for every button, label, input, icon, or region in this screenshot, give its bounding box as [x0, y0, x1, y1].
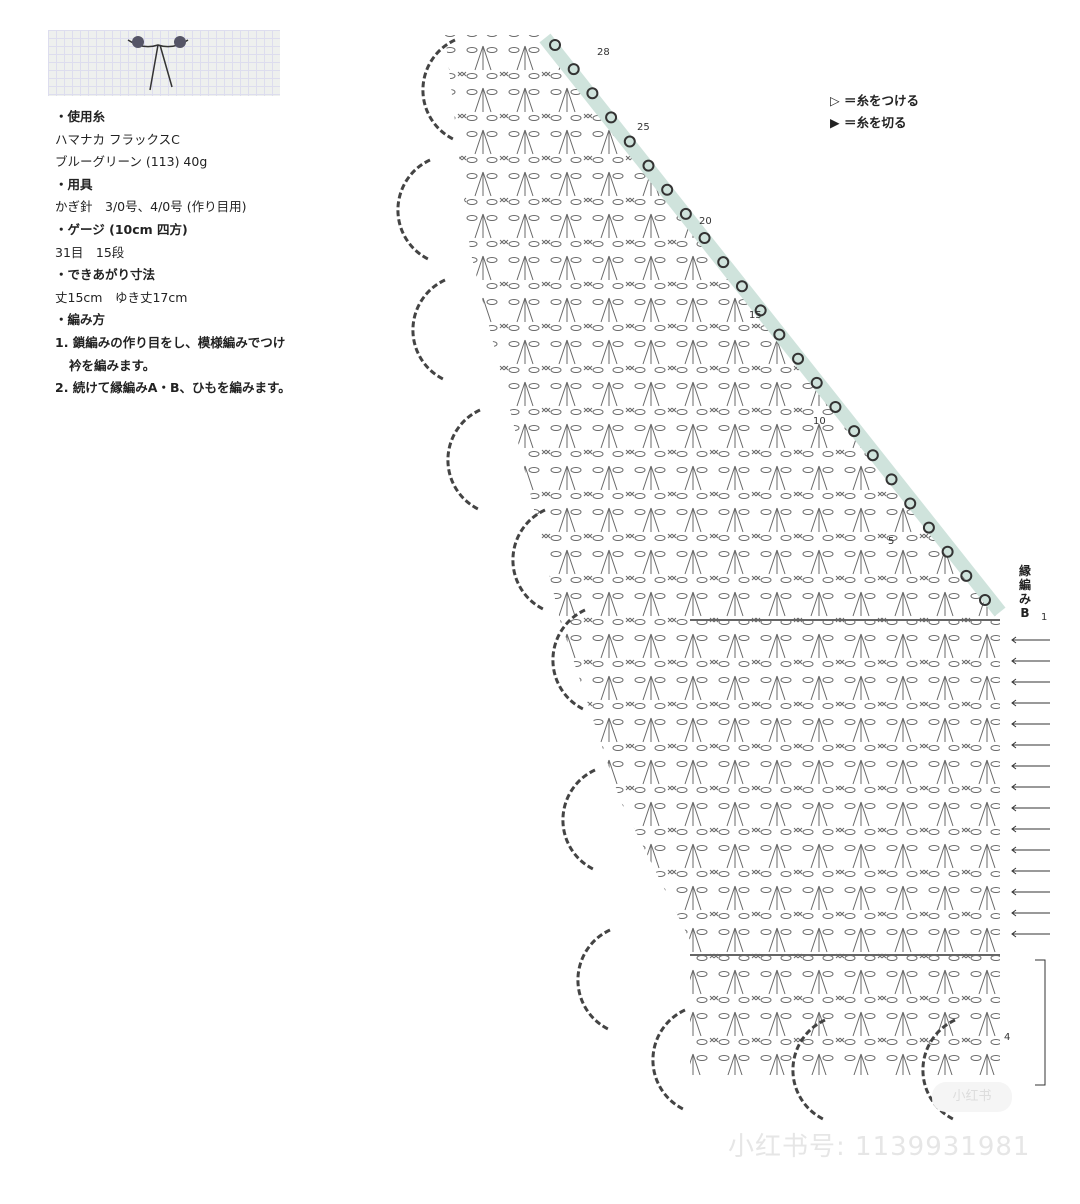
picot	[754, 304, 767, 317]
scallop	[446, 408, 481, 512]
scallop	[651, 1008, 686, 1112]
tools-heading: ・用具	[55, 176, 93, 192]
row-arrow	[1011, 762, 1050, 770]
row-15: 15	[749, 310, 762, 321]
picot	[567, 63, 580, 76]
row-arrow	[1011, 888, 1050, 896]
scallop-edge	[396, 38, 956, 1122]
scallop	[576, 928, 611, 1032]
finished-piece-thumbnail	[48, 30, 280, 96]
picot	[735, 280, 748, 293]
picot	[642, 159, 655, 172]
row-arrow	[1011, 657, 1050, 665]
symbol-legend: ▷ ＝糸をつける ▶ ＝糸を切る	[830, 90, 919, 134]
step-1-cont: 衿を編みます。	[69, 357, 156, 373]
scallop	[396, 158, 431, 262]
row-1: 1	[1041, 612, 1048, 623]
picot	[866, 449, 879, 462]
step-1: 1. 鎖編みの作り目をし、模様編みでつけ	[55, 334, 286, 350]
picot	[941, 545, 954, 558]
size-heading: ・できあがり寸法	[55, 267, 156, 283]
bow-icon	[127, 36, 189, 91]
edge-label: 縁編みB	[1018, 564, 1031, 620]
picot	[979, 594, 991, 606]
picot	[829, 400, 842, 413]
scallop	[791, 1018, 826, 1122]
picot	[922, 521, 935, 534]
scallop	[551, 608, 586, 712]
row-arrow	[1011, 783, 1050, 791]
row-arrow	[1011, 741, 1050, 749]
row-arrow	[1011, 909, 1050, 917]
picot	[549, 39, 561, 51]
picot	[792, 352, 805, 365]
pattern-info: ・使用糸 ハマナカ フラックスC ブルーグリーン (113) 40g ・用具 か…	[55, 106, 365, 400]
row-25: 25	[637, 122, 650, 133]
open-triangle-icon: ▷	[830, 93, 840, 108]
picot	[605, 111, 618, 124]
gauge: 31目 15段	[55, 244, 125, 260]
row-arrow	[1011, 678, 1050, 686]
row-4: 4	[1004, 1032, 1011, 1043]
legend-cut: ▶ ＝糸を切る	[830, 115, 907, 130]
edge-bracket	[1035, 959, 1046, 1086]
picot	[773, 328, 786, 341]
legend-attach: ▷ ＝糸をつける	[830, 93, 919, 108]
picot	[623, 135, 636, 148]
picot	[848, 425, 861, 438]
filled-triangle-icon: ▶	[830, 115, 840, 130]
scallop	[421, 38, 456, 142]
chart-body	[445, 35, 1000, 1075]
row-arrow	[1011, 930, 1050, 938]
picot	[885, 473, 898, 486]
size: 丈15cm ゆき丈17cm	[55, 289, 188, 305]
picot	[698, 232, 711, 245]
picot	[717, 256, 730, 269]
step-2: 2. 続けて縁編みA・B、ひもを編みます。	[55, 380, 291, 396]
tools: かぎ針 3/0号、4/0号 (作り目用)	[55, 199, 247, 215]
scallop	[561, 768, 596, 872]
method-heading: ・編み方	[55, 312, 106, 328]
picot	[960, 569, 973, 582]
row-10: 10	[813, 416, 826, 427]
scallop	[511, 508, 546, 612]
yarn-heading: ・使用糸	[55, 109, 106, 124]
row-5: 5	[888, 536, 895, 547]
row-arrow	[1011, 825, 1050, 833]
row-arrow	[1011, 804, 1050, 812]
picot	[679, 207, 692, 220]
row-arrow	[1011, 720, 1050, 728]
watermark: 小红书号: 1139931981	[728, 1132, 1031, 1162]
watermark-badge: 小红书	[932, 1082, 1012, 1112]
row-arrow	[1011, 867, 1050, 875]
scallop	[411, 278, 446, 382]
picot-edge	[549, 39, 991, 606]
row-arrow	[1011, 846, 1050, 854]
row-28: 28	[597, 47, 610, 58]
chart-highlight-edge	[539, 33, 1006, 617]
yarn-color: ブルーグリーン (113) 40g	[55, 154, 208, 170]
yarn-brand: ハマナカ フラックスC	[55, 131, 180, 147]
picot	[904, 497, 917, 510]
picot	[586, 87, 599, 100]
picot	[661, 183, 674, 196]
gauge-heading: ・ゲージ (10cm 四方)	[55, 221, 188, 237]
row-arrows	[1011, 636, 1050, 938]
row-20: 20	[699, 216, 712, 227]
picot	[810, 376, 823, 389]
row-arrow	[1011, 699, 1050, 707]
row-arrow	[1011, 636, 1050, 644]
